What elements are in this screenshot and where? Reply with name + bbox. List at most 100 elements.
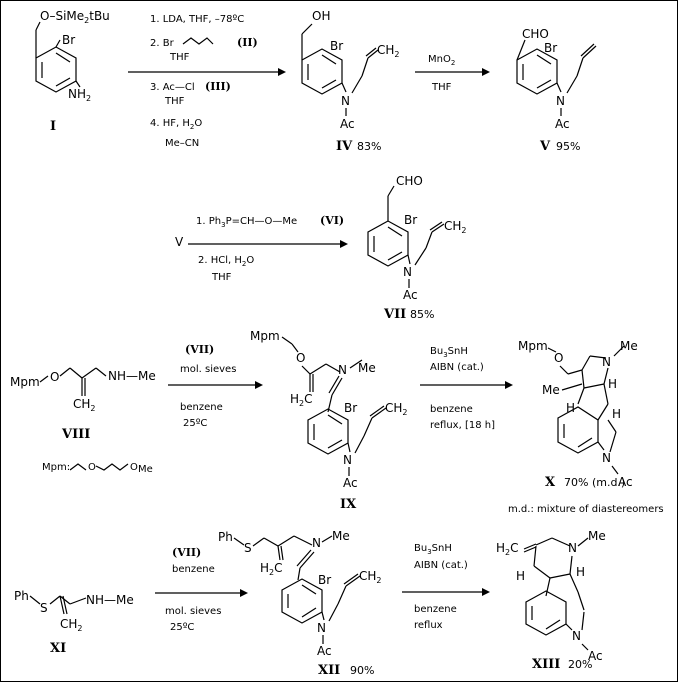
compound-VII: CHO Br N CH2 Ac VII 85% — [367, 174, 467, 322]
svg-text:THF: THF — [431, 82, 452, 93]
svg-text:H: H — [576, 565, 585, 579]
svg-text:NH—Me: NH—Me — [108, 369, 156, 383]
svg-text:THF: THF — [169, 52, 190, 63]
svg-text:CHO: CHO — [522, 27, 549, 41]
svg-text:(VII): (VII) — [172, 546, 201, 559]
svg-text:Me: Me — [542, 383, 560, 397]
svg-text:THF: THF — [211, 272, 232, 283]
svg-text:benzene: benzene — [414, 604, 457, 615]
step-wittig: V 1. Ph3P=CH—O—Me (VI) 2. HCl, H2O THF — [175, 214, 348, 283]
mpm-definition: Mpm: O O Me — [42, 462, 153, 475]
svg-text:H2C: H2C — [496, 541, 519, 557]
svg-text:N: N — [602, 451, 611, 465]
svg-text:H: H — [612, 407, 621, 421]
svg-text:83%: 83% — [357, 140, 381, 153]
svg-text:Me: Me — [588, 529, 606, 543]
svg-text:Br: Br — [62, 33, 75, 47]
svg-text:O: O — [296, 351, 305, 365]
svg-text:H: H — [566, 401, 575, 415]
svg-text:Bu3SnH: Bu3SnH — [430, 346, 468, 359]
svg-text:4. HF, H2O: 4. HF, H2O — [150, 118, 202, 131]
svg-text:3. Ac—Cl: 3. Ac—Cl — [150, 82, 195, 93]
compound-label-XII: XII — [318, 663, 340, 678]
start-compound-V: V — [175, 235, 184, 249]
compound-label-I: I — [50, 119, 56, 134]
svg-text:CH2: CH2 — [60, 617, 83, 633]
svg-text:H: H — [608, 377, 617, 391]
svg-text:CH2: CH2 — [377, 43, 400, 59]
svg-text:CH2: CH2 — [73, 397, 96, 413]
svg-text:95%: 95% — [556, 140, 580, 153]
svg-text:mol. sieves: mol. sieves — [165, 606, 221, 617]
svg-text:Ph: Ph — [14, 589, 29, 603]
svg-text:Me–CN: Me–CN — [165, 138, 199, 149]
svg-text:Me: Me — [620, 339, 638, 353]
arrow-step-5: (VII) benzene mol. sieves 25ºC — [155, 546, 248, 633]
svg-text:Br: Br — [404, 213, 417, 227]
svg-text:CH2: CH2 — [359, 569, 382, 585]
compound-label-IV: IV — [336, 139, 353, 154]
arrow-step-1: 1. LDA, THF, –78ºC 2. Br (II) THF 3. Ac—… — [128, 14, 286, 149]
svg-text:O: O — [130, 462, 138, 473]
svg-text:O–SiMe2tBu: O–SiMe2tBu — [40, 9, 110, 25]
compound-label-VII: VII — [383, 307, 406, 322]
svg-text:H2C: H2C — [260, 561, 283, 577]
svg-text:Ac: Ac — [340, 117, 355, 131]
svg-text:Ac: Ac — [618, 475, 633, 489]
svg-text:H: H — [516, 569, 525, 583]
svg-text:(VII): (VII) — [185, 343, 214, 356]
svg-text:N: N — [338, 363, 347, 377]
compound-label-XI: XI — [50, 641, 66, 656]
svg-text:N: N — [602, 355, 611, 369]
svg-text:benzene: benzene — [180, 402, 223, 413]
svg-text:1. LDA, THF, –78ºC: 1. LDA, THF, –78ºC — [150, 14, 244, 25]
svg-text:CH2: CH2 — [385, 401, 408, 417]
svg-text:Ac: Ac — [555, 117, 570, 131]
svg-text:Br: Br — [544, 41, 557, 55]
compound-I: O–SiMe2tBu Br NH2 I — [35, 9, 110, 134]
svg-text:(II): (II) — [237, 36, 258, 49]
svg-text:THF: THF — [164, 96, 185, 107]
svg-text:Br: Br — [318, 573, 331, 587]
svg-text:N: N — [403, 265, 412, 279]
svg-text:2. HCl, H2O: 2. HCl, H2O — [198, 255, 254, 268]
arrow-step-3: (VII) mol. sieves benzene 25ºC — [168, 343, 263, 429]
svg-text:S: S — [40, 601, 48, 615]
svg-text:Br: Br — [344, 401, 357, 415]
svg-text:Ac: Ac — [588, 649, 603, 663]
compound-label-V: V — [539, 139, 551, 154]
svg-text:OH: OH — [312, 9, 330, 23]
svg-text:reflux, [18 h]: reflux, [18 h] — [430, 420, 495, 431]
svg-text:Mpm: Mpm — [518, 339, 548, 353]
svg-text:S: S — [244, 541, 252, 555]
svg-text:Ac: Ac — [317, 644, 332, 658]
compound-V: CHO Br N Ac V 95% — [516, 27, 597, 154]
compound-label-X: X — [545, 475, 556, 490]
svg-text:Ac: Ac — [403, 288, 418, 302]
compound-label-VIII: VIII — [61, 427, 90, 442]
svg-text:90%: 90% — [350, 664, 374, 677]
svg-text:reflux: reflux — [414, 620, 443, 631]
svg-text:Mpm: Mpm — [10, 375, 40, 389]
svg-text:N: N — [568, 541, 577, 555]
svg-text:benzene: benzene — [172, 564, 215, 575]
compound-X: Mpm O N Me Me H H H N Ac X 70% (m.d.) — [518, 339, 638, 490]
svg-text:benzene: benzene — [430, 404, 473, 415]
svg-text:20%: 20% — [568, 658, 592, 671]
arrow-step-2: MnO2 THF — [415, 54, 490, 93]
svg-text:AIBN (cat.): AIBN (cat.) — [414, 560, 468, 571]
svg-text:N: N — [556, 94, 565, 108]
compound-label-XIII: XIII — [532, 657, 560, 672]
svg-text:O: O — [88, 462, 96, 473]
compound-VIII: Mpm O CH2 NH—Me VIII — [10, 367, 156, 442]
svg-text:Br: Br — [330, 39, 343, 53]
svg-text:(III): (III) — [205, 80, 231, 93]
svg-text:25ºC: 25ºC — [170, 622, 194, 633]
svg-text:N: N — [312, 536, 321, 550]
svg-text:N: N — [341, 94, 350, 108]
diastereomer-note: m.d.: mixture of diastereomers — [508, 504, 664, 515]
svg-text:2. Br: 2. Br — [150, 38, 175, 49]
compound-XIII: H2C N Me H H N Ac XIII 20% — [496, 529, 606, 672]
